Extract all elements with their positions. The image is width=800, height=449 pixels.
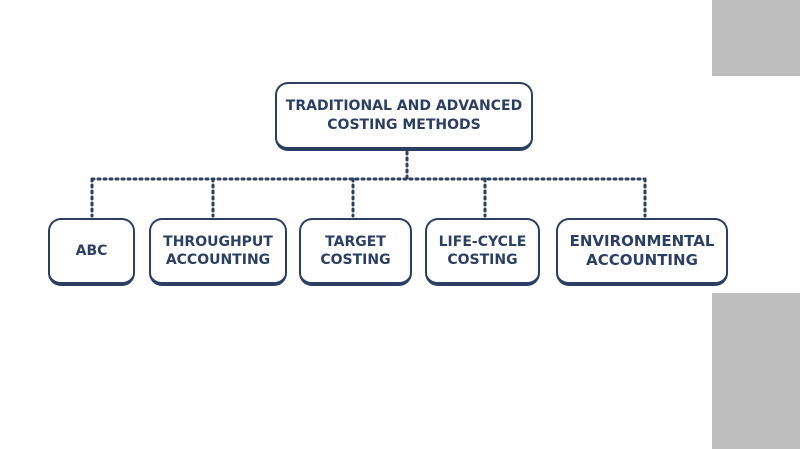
child-node-environmental-line-2: ACCOUNTING <box>586 251 698 269</box>
child-node-target-costing: TARGET COSTING <box>299 218 412 286</box>
root-node-costing-methods: TRADITIONAL AND ADVANCED COSTING METHODS <box>275 82 533 151</box>
child-node-throughput-line-1: THROUGHPUT <box>163 233 273 250</box>
child-node-life-cycle-costing: LIFE-CYCLE COSTING <box>425 218 540 286</box>
child-node-abc-line-1: ABC <box>75 242 108 259</box>
child-node-throughput-line-2: ACCOUNTING <box>165 252 271 268</box>
child-node-abc: ABC <box>48 218 135 286</box>
child-node-lifecycle-line-2: COSTING <box>447 252 518 268</box>
root-node-line-2: COSTING METHODS <box>327 116 481 133</box>
child-node-throughput-accounting: THROUGHPUT ACCOUNTING <box>149 218 287 286</box>
child-node-lifecycle-line-1: LIFE-CYCLE <box>438 233 527 250</box>
child-node-environmental-accounting: ENVIRONMENTAL ACCOUNTING <box>556 218 728 286</box>
child-node-environmental-line-1: ENVIRONMENTAL <box>569 231 715 250</box>
side-strip-bottom <box>712 293 800 449</box>
child-node-target-line-2: COSTING <box>320 252 391 268</box>
child-node-target-line-1: TARGET <box>325 233 386 250</box>
root-node-line-1: TRADITIONAL AND ADVANCED <box>285 98 523 115</box>
side-strip-top <box>712 0 800 76</box>
